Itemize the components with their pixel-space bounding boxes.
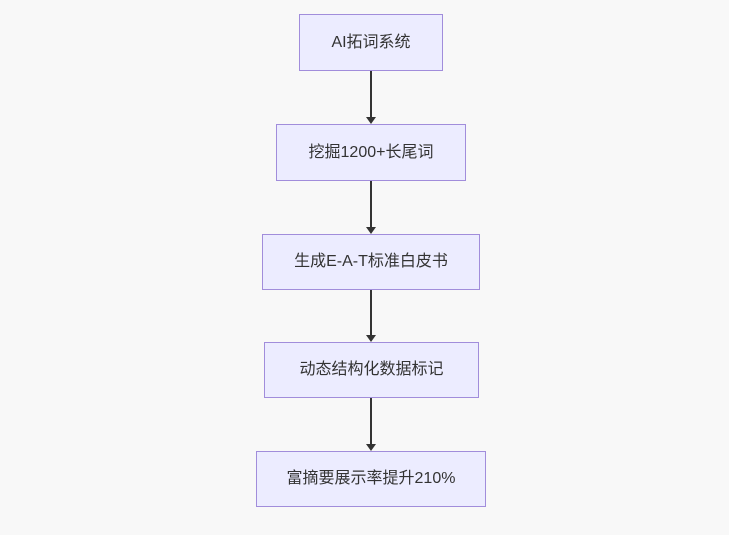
flow-arrow-1	[366, 71, 376, 124]
arrowhead-down-icon	[366, 335, 376, 342]
arrow-line	[370, 398, 372, 446]
arrow-line	[370, 71, 372, 119]
flow-node-ai-expansion-system: AI拓词系统	[299, 14, 443, 71]
flow-node-structured-data-markup: 动态结构化数据标记	[264, 342, 479, 398]
flow-node-longtail-mining: 挖掘1200+长尾词	[276, 124, 466, 181]
flow-arrow-3	[366, 290, 376, 342]
flow-arrow-4	[366, 398, 376, 451]
arrowhead-down-icon	[366, 117, 376, 124]
flow-arrow-2	[366, 181, 376, 234]
flow-node-label: 动态结构化数据标记	[299, 361, 444, 378]
flow-node-label: 挖掘1200+长尾词	[308, 143, 434, 161]
flow-node-rich-snippet-result: 富摘要展示率提升210%	[256, 451, 486, 507]
flow-node-label: AI拓词系统	[331, 33, 411, 51]
flow-node-label: 生成E-A-T标准白皮书	[294, 253, 448, 270]
arrow-line	[370, 290, 372, 337]
arrowhead-down-icon	[366, 444, 376, 451]
flow-node-eat-whitepaper: 生成E-A-T标准白皮书	[262, 234, 480, 290]
flow-node-label: 富摘要展示率提升210%	[286, 470, 456, 487]
arrowhead-down-icon	[366, 227, 376, 234]
arrow-line	[370, 181, 372, 229]
